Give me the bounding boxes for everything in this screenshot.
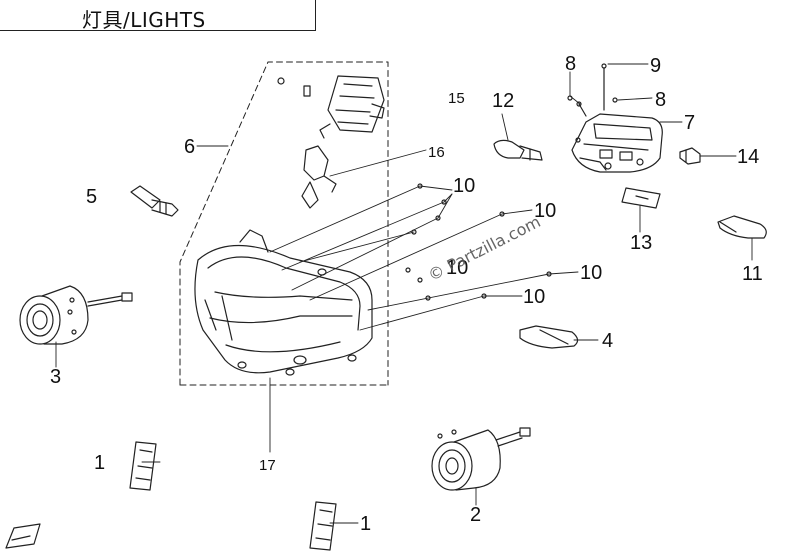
callout-7: 7: [684, 112, 696, 134]
aux-lamp-2: [431, 427, 531, 491]
reflector-1a: [129, 441, 157, 491]
fwd-mark: [5, 523, 41, 549]
position-light-4: [519, 325, 579, 349]
callout-4: 4: [602, 330, 614, 352]
callout-9: 9: [650, 55, 662, 77]
bolt-set-8-9: [567, 63, 618, 117]
title-frame: 灯具/LIGHTS: [0, 0, 316, 32]
callout-16: 16: [428, 144, 445, 161]
callout-10e: 10: [523, 286, 546, 308]
callout-6: 6: [184, 136, 196, 158]
turn-signal-11: [717, 215, 767, 239]
bulb-socket: [301, 145, 337, 209]
callout-1b: 1: [360, 513, 372, 535]
reflector-1b: [309, 501, 337, 551]
diagram-title: 灯具/LIGHTS: [82, 8, 206, 32]
connector-14: [679, 147, 701, 165]
bolt-15-mark: [277, 77, 285, 85]
socket-bulb-5: [130, 185, 179, 217]
housing-7: [571, 113, 663, 173]
turn-signal-12: [493, 139, 543, 161]
callout-13: 13: [630, 232, 653, 254]
plate-13: [621, 187, 661, 209]
headlight-group-boundary: [179, 61, 389, 386]
aux-lamp-3: [19, 285, 133, 345]
callout-5: 5: [86, 186, 98, 208]
callout-14: 14: [737, 146, 760, 168]
callout-10d: 10: [580, 262, 603, 284]
control-module: [319, 75, 385, 139]
callout-10b: 10: [534, 200, 557, 222]
callout-10a: 10: [453, 175, 476, 197]
callout-3: 3: [50, 366, 62, 388]
headlight-assembly: [194, 229, 373, 376]
clip-small: [303, 85, 311, 97]
callout-1a: 1: [94, 452, 106, 474]
callout-8b: 8: [655, 89, 667, 111]
callout-11: 11: [742, 263, 763, 285]
callout-8a: 8: [565, 53, 577, 75]
leader-lines: [55, 63, 753, 524]
callout-15: 15: [448, 90, 465, 107]
callout-17: 17: [259, 457, 276, 474]
callout-10c: 10: [446, 257, 469, 279]
callout-12: 12: [492, 90, 515, 112]
callout-2: 2: [470, 504, 482, 526]
